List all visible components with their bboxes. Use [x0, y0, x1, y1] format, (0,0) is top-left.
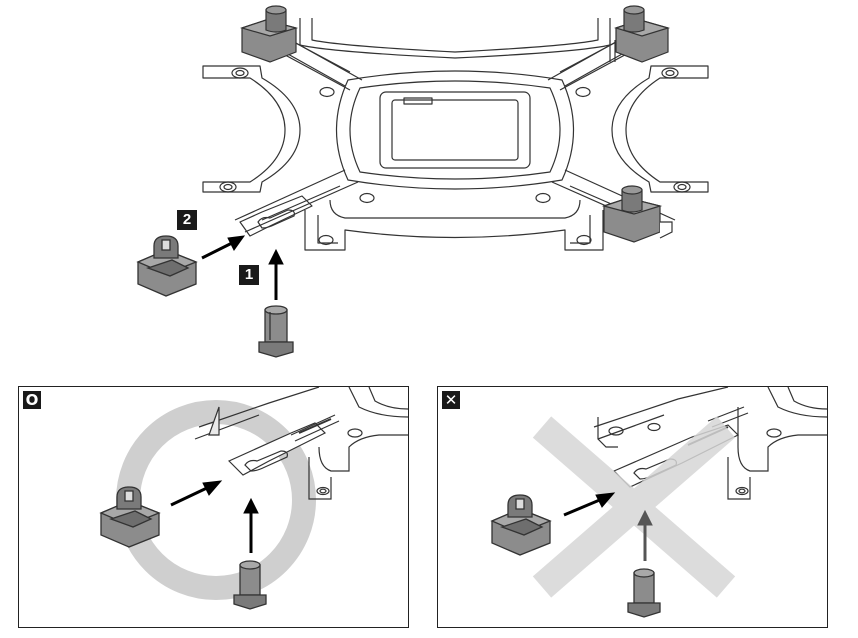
incorrect-illustration	[490, 387, 827, 618]
center-socket	[335, 70, 575, 190]
retainer-clip	[490, 494, 552, 556]
incorrect-badge-icon: ✕	[442, 391, 460, 409]
retainer-clip	[99, 486, 161, 548]
incorrect-method-panel: ✕	[437, 386, 828, 628]
mounting-holes	[219, 67, 691, 246]
correct-method-panel: O	[18, 386, 409, 628]
bracket-illustration	[136, 5, 709, 358]
correct-badge-icon: O	[23, 391, 41, 409]
incorrect-cross-mark	[532, 416, 736, 598]
standoff-screw	[258, 305, 294, 358]
preinstalled-standoff-top-right	[614, 5, 671, 63]
bracket-frame	[202, 18, 709, 251]
step-1-label: 1	[239, 265, 259, 285]
bracket-tab-slot	[239, 195, 313, 237]
preinstalled-standoff-top-left	[239, 5, 299, 63]
preinstalled-standoff-bottom-right	[601, 185, 673, 243]
standoff-screw	[627, 568, 661, 618]
standoff-screw	[233, 560, 267, 610]
retainer-clip	[136, 235, 198, 297]
step-2-label: 2	[177, 210, 197, 230]
arm-bottom-left	[234, 169, 359, 233]
arrow-step-2	[201, 240, 235, 260]
insert-arrows	[201, 235, 284, 300]
mounting-bracket-diagram	[136, 5, 709, 358]
correct-illustration	[99, 387, 408, 610]
